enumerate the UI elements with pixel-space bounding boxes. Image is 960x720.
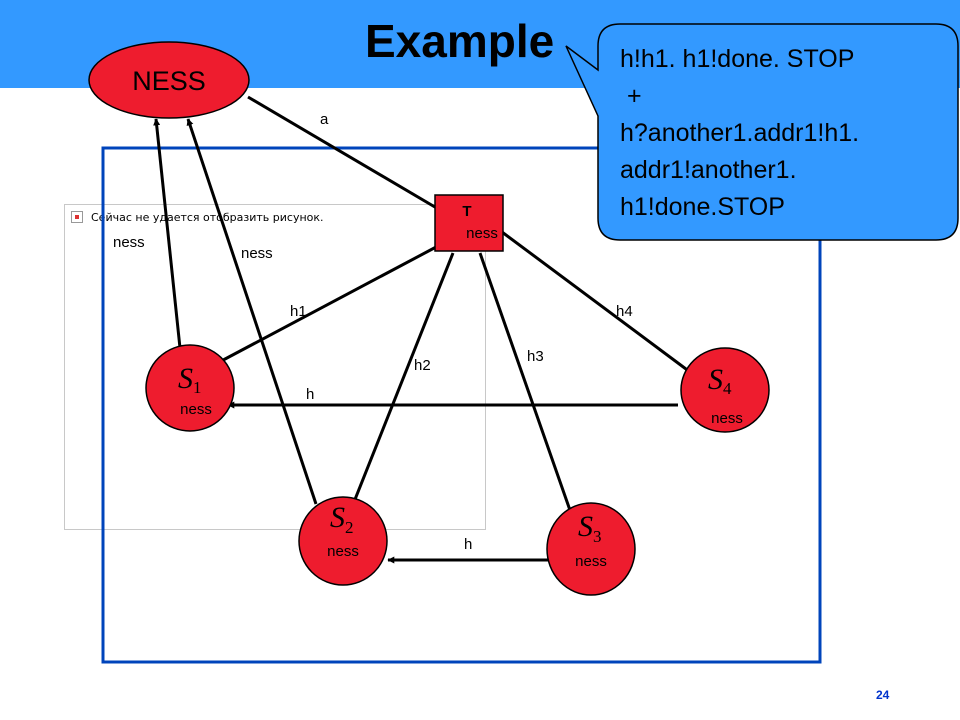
node-s1-name: S1 <box>178 362 202 397</box>
node-ness-label: NESS <box>132 66 206 96</box>
edge-label-a: a <box>320 111 329 128</box>
edge-label-ness-left: ness <box>113 234 145 251</box>
edge-label-h-s4-s1: h <box>306 386 314 403</box>
edge-a <box>247 95 441 212</box>
callout-bubble <box>565 23 959 241</box>
edge-label-h2: h2 <box>414 357 431 374</box>
broken-image-icon <box>71 211 83 223</box>
edge-h2 <box>348 252 455 513</box>
page-number: 24 <box>876 688 890 702</box>
node-s4-sublabel: ness <box>711 410 743 427</box>
callout-line-2: + <box>620 82 642 110</box>
callout-line-4: addr1!another1. <box>620 156 797 184</box>
edge-h4 <box>501 230 691 374</box>
callout-line-1: h!h1. h1!done. STOP <box>620 45 854 73</box>
callout-line-3: h?another1.addr1!h1. <box>620 119 859 147</box>
node-t-sublabel: ness <box>466 225 498 242</box>
callout-line-5: h1!done.STOP <box>620 193 785 221</box>
node-s3-name: S3 <box>578 510 602 546</box>
edge-label-ness-mid: ness <box>241 245 273 262</box>
node-s3 <box>546 502 636 596</box>
node-ness <box>88 41 250 119</box>
system-frame <box>101 146 822 664</box>
edge-h1 <box>209 244 439 369</box>
broken-image-text: Сейчас не удается отобразить рисунок. <box>91 211 324 224</box>
node-s2-sublabel: ness <box>327 543 359 560</box>
edge-label-h-s3-s2: h <box>464 536 472 553</box>
node-s1 <box>145 344 235 432</box>
node-s2 <box>298 496 388 586</box>
node-s4 <box>680 347 770 433</box>
edge-h3 <box>478 252 574 517</box>
arrow-s2-to-ness <box>186 118 318 505</box>
node-s3-sublabel: ness <box>575 553 607 570</box>
node-t <box>434 194 504 252</box>
node-t-label: T <box>462 203 471 220</box>
node-s1-sublabel: ness <box>180 401 212 418</box>
edge-label-h4: h4 <box>616 303 633 320</box>
node-s4-name: S4 <box>708 363 732 398</box>
slide-title: Example <box>365 15 555 67</box>
arrow-s1-to-ness <box>153 118 182 349</box>
edge-label-h3: h3 <box>527 348 544 365</box>
edge-label-h1: h1 <box>290 303 307 320</box>
node-s2-name: S2 <box>330 501 354 537</box>
